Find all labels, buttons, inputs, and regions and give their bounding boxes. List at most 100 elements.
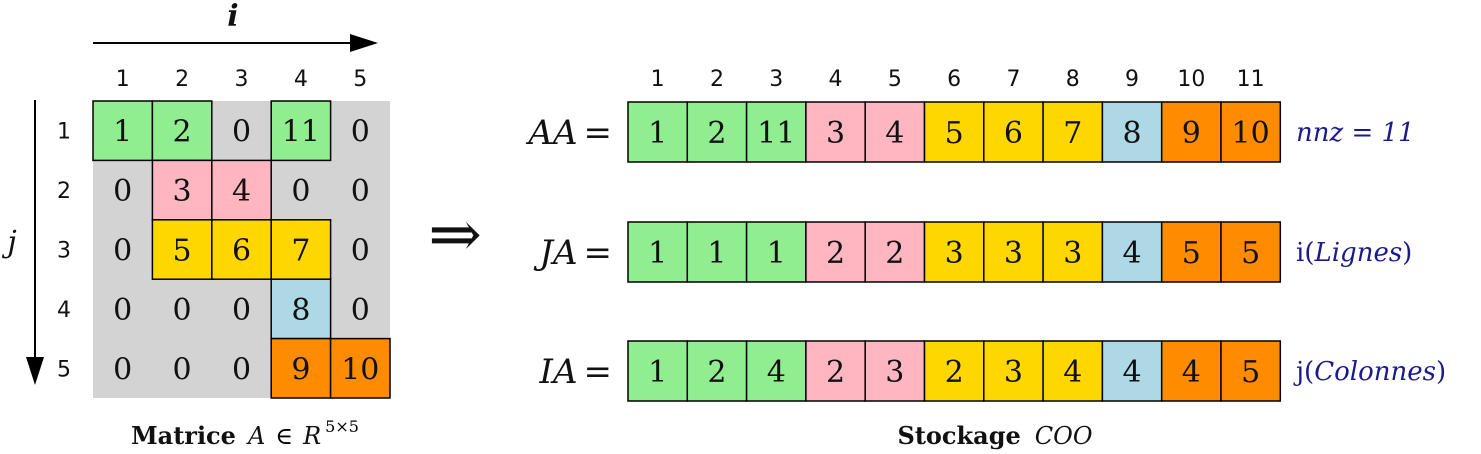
array-cell-fill	[983, 340, 1044, 402]
array-annotation: i(Lignes)	[1296, 238, 1412, 268]
array-cell-value: 7	[1063, 116, 1082, 151]
array-cell-value: 5	[1182, 236, 1201, 271]
array-cell-fill	[923, 340, 985, 402]
array-label: JA=	[533, 233, 612, 273]
array-cell-value: 3	[1004, 236, 1023, 271]
storage-position-index: 2	[710, 67, 724, 92]
j-axis-label: j	[1, 225, 16, 260]
array-cell: 2	[805, 340, 866, 402]
matrix-caption-set: R	[302, 422, 321, 450]
array-cell: 1	[686, 221, 748, 283]
matrix-cell: 0	[291, 174, 310, 209]
array-cell-fill	[1220, 340, 1282, 402]
matrix-cell-fill	[92, 100, 154, 162]
matrix-cell: 0	[173, 352, 192, 387]
matrix-cell: 4	[211, 159, 272, 221]
storage-caption: Stockage COO	[898, 421, 1093, 450]
matrix-cell-value: 9	[291, 352, 310, 387]
matrix-cell-value: 10	[341, 352, 379, 387]
array-cell-value: 6	[1004, 116, 1023, 151]
array-cell: 4	[1101, 340, 1163, 402]
matrix-cell-value: 0	[232, 352, 251, 387]
array-cell-fill	[983, 101, 1044, 163]
matrix-cell: 1	[92, 100, 154, 162]
array-cell: 3	[983, 340, 1044, 402]
matrix-cell-value: 7	[291, 234, 310, 269]
matrix-caption-dims: 5×5	[325, 417, 359, 436]
matrix-cell: 0	[232, 115, 251, 150]
matrix-cell-value: 0	[351, 293, 370, 328]
annotation-suffix: )	[1436, 357, 1446, 387]
annotation-text: Lignes	[1313, 238, 1402, 268]
matrix-cell-value: 0	[351, 115, 370, 150]
matrix-cell-value: 0	[113, 352, 132, 387]
storage-caption-bold: Stockage	[898, 421, 1021, 450]
matrix-cell: 10	[329, 337, 391, 399]
array-cell-value: 3	[1063, 236, 1082, 271]
array-cell: 4	[1101, 221, 1163, 283]
array-cell-value: 4	[1123, 236, 1142, 271]
matrix-cell: 0	[113, 293, 132, 328]
i-axis-label: i	[227, 0, 238, 34]
array-cell: 4	[1042, 340, 1104, 402]
matrix-cell-fill	[211, 159, 272, 221]
matrix-cell-value: 0	[173, 293, 192, 328]
array-cell: 3	[1042, 221, 1104, 283]
matrix-col-index: 2	[175, 67, 189, 92]
annotation-text: Colonnes	[1314, 357, 1436, 387]
matrix-col-index: 4	[294, 67, 308, 92]
array-cell: 2	[805, 221, 866, 283]
matrix-cell: 11	[270, 100, 332, 162]
storage-position-index: 9	[1125, 67, 1139, 92]
array-cell-value: 8	[1123, 116, 1142, 151]
array-cell: 9	[1160, 101, 1222, 163]
matrix-cell-fill	[270, 278, 332, 340]
array-cell: 11	[745, 101, 807, 163]
array-cell-value: 9	[1182, 116, 1201, 151]
array-cell-fill	[627, 221, 689, 283]
matrix-cell: 0	[113, 234, 132, 269]
matrix-cell-fill	[151, 100, 213, 162]
array-cell-value: 3	[826, 116, 845, 151]
array-cell-value: 4	[1063, 355, 1082, 390]
array-cell-value: 3	[885, 355, 904, 390]
matrix-cell-fill	[270, 219, 332, 280]
array-cell-fill	[1160, 101, 1222, 163]
matrix-cell-fill	[329, 337, 391, 399]
array-annotation: nnz = 11	[1296, 118, 1415, 148]
array-cell-fill	[1101, 101, 1163, 163]
annotation-prefix: j(	[1293, 357, 1314, 387]
array-cell-value: 5	[1241, 236, 1260, 271]
matrix-cell: 5	[151, 219, 213, 280]
array-cell: 5	[1160, 221, 1222, 283]
array-cell: 3	[805, 101, 866, 163]
array-cell-value: 1	[648, 116, 667, 151]
storage-position-index: 7	[1006, 67, 1020, 92]
array-label: AA=	[525, 113, 612, 153]
annotation-text: nnz = 11	[1296, 118, 1415, 148]
matrix-cell: 6	[211, 219, 272, 280]
array-cell: 10	[1220, 101, 1282, 163]
matrix-cell-fill	[151, 219, 213, 280]
array-cell-fill	[745, 221, 807, 283]
array-cell-value: 10	[1232, 116, 1270, 151]
array-cell-value: 2	[945, 355, 964, 390]
array-cell: 5	[1220, 340, 1282, 402]
annotation-suffix: )	[1402, 238, 1412, 268]
array-cell-fill	[864, 101, 926, 163]
array-cell-fill	[1220, 101, 1282, 163]
array-cell-fill	[686, 101, 748, 163]
array-cell-value: 4	[1182, 355, 1201, 390]
matrix-cell: 0	[173, 293, 192, 328]
array-cell: 1	[627, 221, 689, 283]
matrix-cell-value: 1	[113, 115, 132, 150]
array-cell-value: 1	[707, 236, 726, 271]
storage-position-index: 3	[769, 67, 783, 92]
matrix-cell-fill	[211, 219, 272, 280]
